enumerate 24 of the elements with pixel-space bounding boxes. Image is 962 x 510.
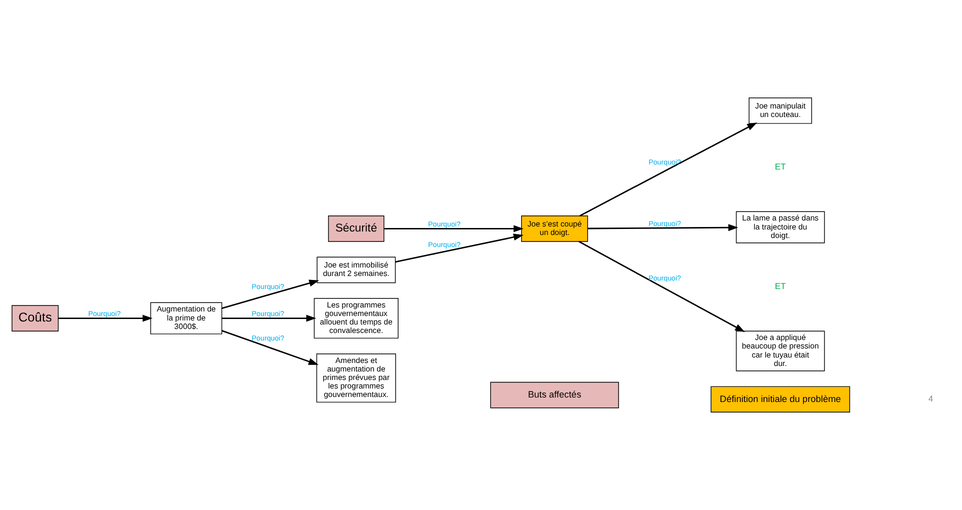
label: ET [774,281,786,292]
node-box: Augmentation de la prime de 3000$. [150,302,222,334]
arrow [222,330,319,365]
legend-label: Buts affectés [528,390,582,400]
arrow [222,314,316,322]
node-box: La lame a passé dans la trajectoire du doigt. [736,211,825,244]
label: 4 [928,394,934,404]
arrow [578,240,745,332]
arrow [384,225,524,232]
arrow [58,314,153,322]
node-box: Amendes et augmentation de primes prévues par les programmes gouvernementaux. [316,354,396,403]
node-box: Joe a appliqué beaucoup de pression car le tuyau était dur. [736,330,825,372]
node-box: Joe s’est coupé un doigt. [521,216,588,242]
arrow [395,234,524,263]
node-box: Les programmes gouvernementaux allouent du temps de convalescence. [314,298,398,339]
node-box: Coûts [12,305,59,332]
arrow [579,122,758,216]
node-box: Joe manipulait un couteau. [748,98,812,124]
arrow [222,280,320,309]
legend-label: Définition initiale du problème [720,394,841,404]
node-box: Sécurité [328,216,384,242]
node-box: Joe est immobilisé durant 2 semaines. [316,256,396,284]
label: ET [774,162,786,172]
arrow [588,224,738,232]
